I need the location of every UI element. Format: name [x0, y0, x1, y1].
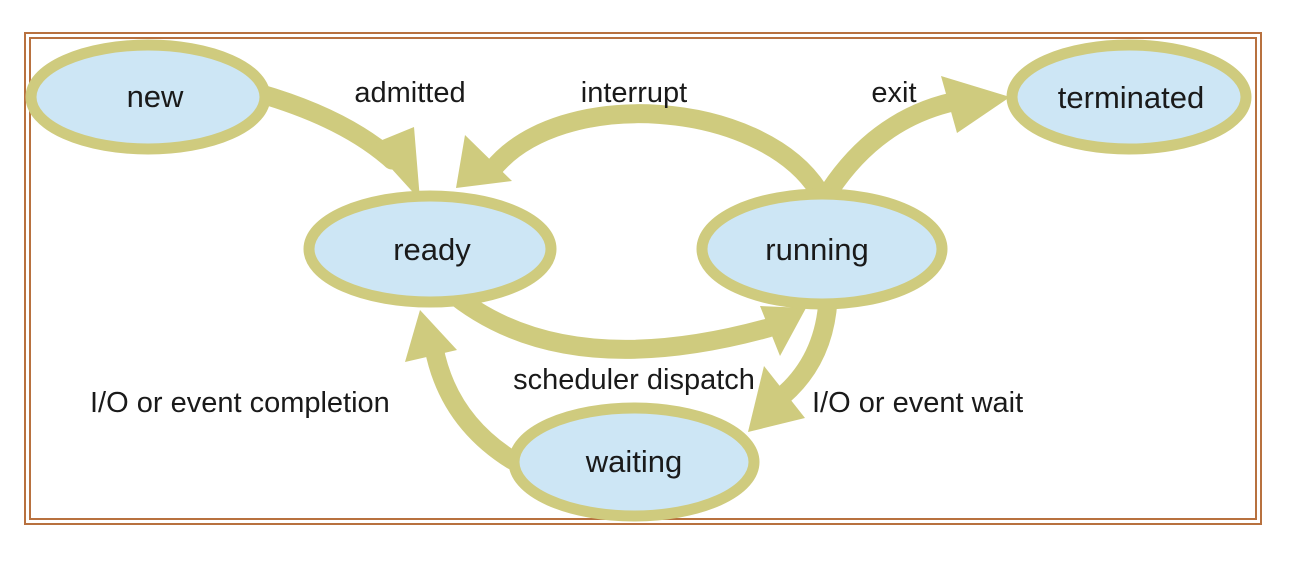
- state-ready: ready: [303, 190, 557, 308]
- io-event-wait-label: I/O or event wait: [812, 387, 1023, 419]
- exit-arrow: [820, 76, 1010, 200]
- state-terminated: terminated: [1006, 39, 1252, 155]
- scheduler-dispatch-label: scheduler dispatch: [513, 364, 755, 396]
- diagram-frame-outer: [24, 32, 1262, 525]
- state-running-label: running: [765, 232, 868, 267]
- io-event-completion-arrow: [405, 310, 522, 470]
- exit-label: exit: [871, 77, 916, 109]
- state-new: new: [25, 39, 271, 155]
- io-event-wait-arrow: [748, 290, 838, 432]
- admitted-label: admitted: [354, 77, 465, 109]
- interrupt-arrow: [456, 104, 828, 200]
- state-waiting: waiting: [508, 402, 760, 522]
- state-running: running: [696, 188, 948, 310]
- state-terminated-label: terminated: [1058, 80, 1204, 115]
- state-new-label: new: [127, 79, 184, 114]
- io-event-completion-label: I/O or event completion: [90, 387, 390, 419]
- state-ready-label: ready: [393, 232, 471, 267]
- interrupt-label: interrupt: [581, 77, 687, 109]
- scheduler-dispatch-arrow: [438, 280, 806, 359]
- state-waiting-label: waiting: [585, 444, 683, 479]
- admitted-arrow: [248, 83, 420, 200]
